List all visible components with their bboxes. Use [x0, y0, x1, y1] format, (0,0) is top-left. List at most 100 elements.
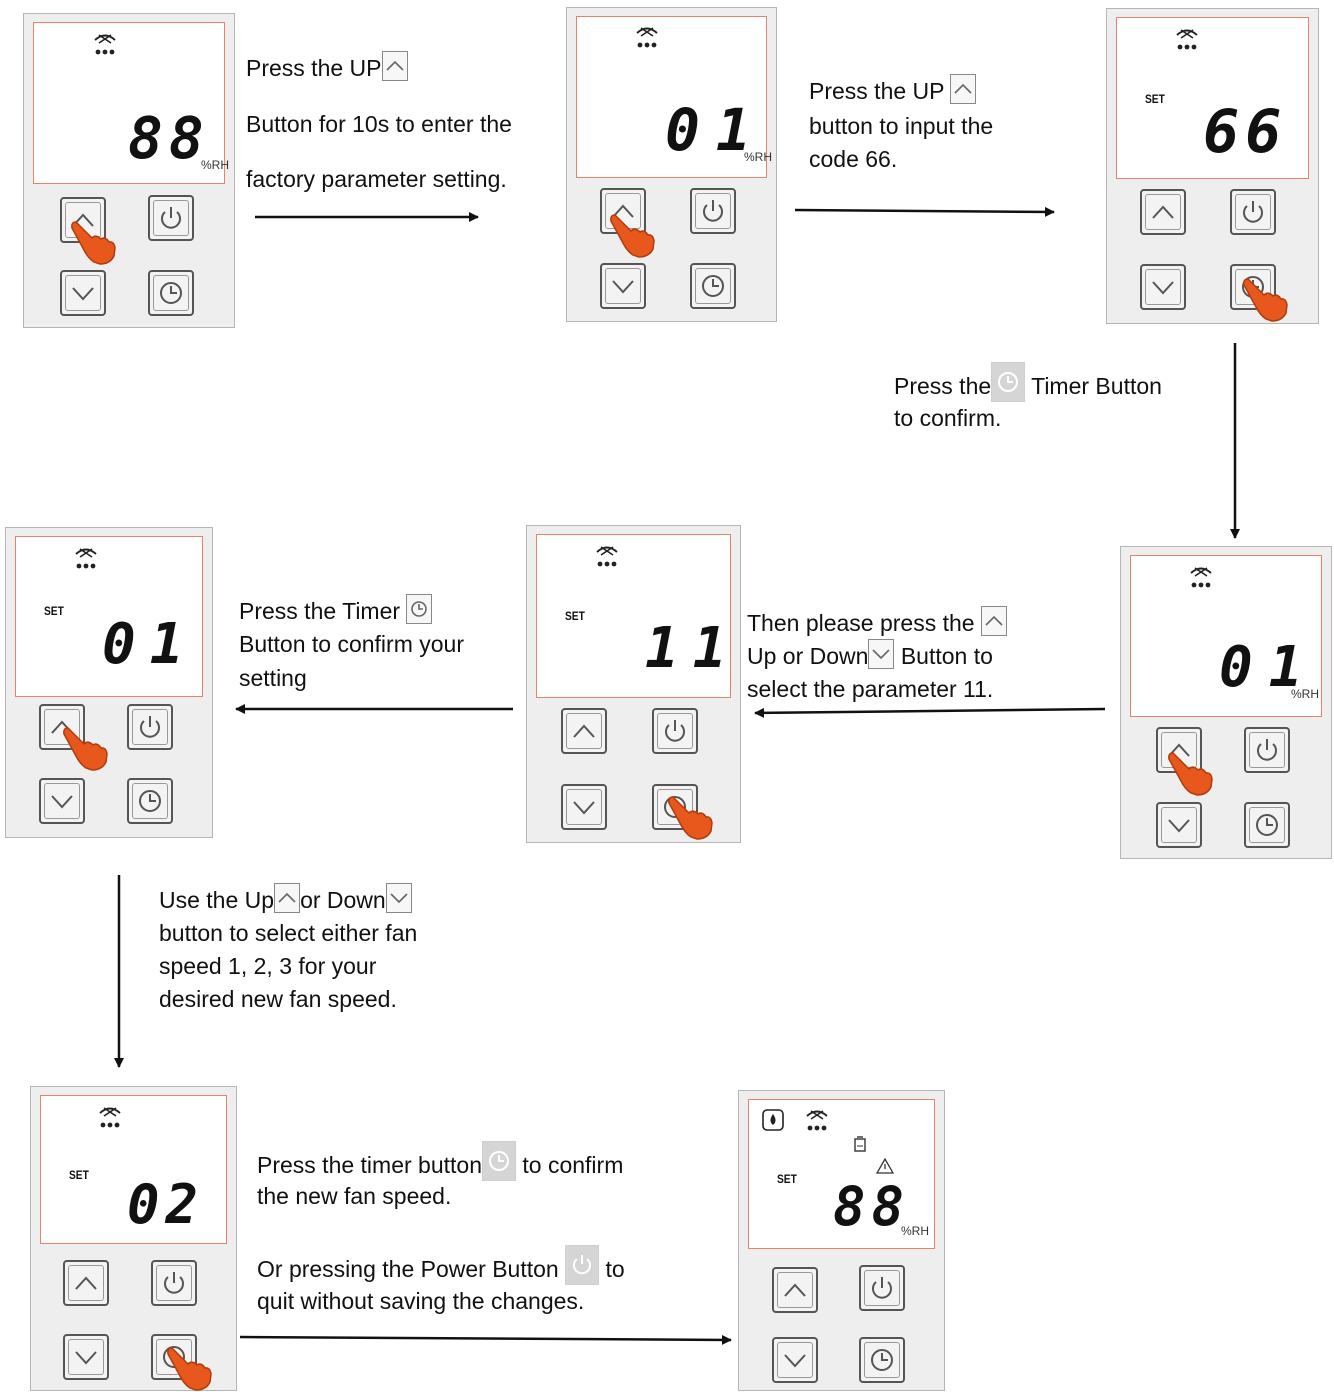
step-7-line-4: quit without saving the changes.: [257, 1288, 585, 1314]
lcd-screen: SET 02: [40, 1095, 227, 1244]
down-button[interactable]: [600, 263, 646, 309]
down-button[interactable]: [60, 270, 106, 316]
power-icon: [1243, 201, 1263, 223]
step-2-line-2: button to input the: [809, 113, 994, 139]
up-button[interactable]: [63, 1260, 109, 1306]
down-button[interactable]: [1156, 802, 1202, 848]
timer-button[interactable]: [127, 778, 173, 824]
timer-button[interactable]: [151, 1334, 197, 1380]
timer-button-icon: [482, 1141, 516, 1181]
down-button-icon: [385, 882, 412, 913]
unit-label: %RH: [744, 150, 773, 164]
power-icon: [1257, 739, 1277, 761]
controller-panel-8: SET 88 %RH: [738, 1090, 945, 1391]
up-button[interactable]: [561, 708, 607, 754]
pointing-hand-icon: [167, 1347, 212, 1391]
lcd-screen: SET 88 %RH: [748, 1099, 935, 1249]
timer-icon: [702, 275, 724, 297]
down-arrow-icon: [784, 1354, 806, 1368]
up-arrow-icon: [612, 204, 634, 218]
set-indicator: SET: [1145, 92, 1165, 106]
timer-button[interactable]: [148, 270, 194, 316]
water-drop-icon: [762, 1109, 784, 1131]
dehumidify-icon: [99, 1107, 121, 1128]
down-button[interactable]: [561, 784, 607, 830]
timer-icon: [160, 282, 182, 304]
controller-panel-6: SET 01: [5, 527, 213, 838]
power-button-icon: [565, 1245, 600, 1285]
down-arrow-icon: [1168, 819, 1190, 833]
step-2-line-3: code 66.: [809, 146, 898, 172]
power-button[interactable]: [652, 708, 698, 754]
pointing-hand-icon: [1168, 752, 1213, 796]
down-arrow-icon: [612, 280, 634, 294]
lcd-screen: 01 %RH: [576, 16, 772, 178]
pointing-hand-icon: [63, 727, 108, 771]
up-arrow-icon: [573, 724, 595, 738]
power-icon: [703, 200, 723, 222]
up-button[interactable]: [1140, 189, 1186, 235]
down-button[interactable]: [772, 1337, 818, 1383]
power-icon: [665, 720, 685, 742]
display-digits: 88: [833, 1175, 911, 1238]
down-button[interactable]: [63, 1334, 109, 1380]
pointing-hand-icon: [668, 796, 713, 840]
dehumidify-icon: [75, 548, 97, 569]
pointing-hand-icon: [1243, 278, 1288, 322]
power-button[interactable]: [148, 195, 194, 241]
up-button-icon: [274, 882, 301, 913]
up-button[interactable]: [39, 704, 85, 750]
controller-panel-7: SET 02: [30, 1086, 237, 1391]
display-digits: 88: [128, 104, 210, 172]
dehumidify-icon: [596, 546, 618, 567]
down-arrow-icon: [72, 287, 94, 301]
display-digits: 01: [665, 96, 767, 164]
lcd-screen: SET 01: [15, 536, 203, 697]
warning-icon: [876, 1158, 894, 1174]
up-arrow-icon: [1152, 205, 1174, 219]
set-indicator: SET: [777, 1172, 797, 1186]
down-button[interactable]: [1140, 264, 1186, 310]
power-button[interactable]: [1230, 189, 1276, 235]
arrow-4: [754, 707, 1106, 718]
pointing-hand-icon: [610, 214, 655, 258]
down-arrow-icon: [1152, 281, 1174, 295]
lcd-screen: SET 66: [1116, 17, 1309, 179]
dehumidify-icon: [636, 27, 658, 48]
power-button[interactable]: [1244, 727, 1290, 773]
step-2-line-1: Press the UP: [809, 73, 977, 108]
power-icon: [161, 207, 181, 229]
timer-button[interactable]: [859, 1337, 905, 1383]
power-button[interactable]: [127, 704, 173, 750]
down-arrow-icon: [573, 801, 595, 815]
display-digits: 02: [127, 1173, 205, 1236]
power-icon: [872, 1277, 892, 1299]
arrow-7: [239, 1334, 732, 1345]
up-button[interactable]: [772, 1267, 818, 1313]
timer-button-icon: [406, 593, 433, 624]
timer-button[interactable]: [690, 263, 736, 309]
down-button[interactable]: [39, 778, 85, 824]
down-button-icon: [868, 638, 895, 669]
power-button[interactable]: [690, 188, 736, 234]
step-4-line-3: select the parameter 11.: [747, 676, 994, 702]
display-digits: 66: [1203, 97, 1288, 167]
timer-icon: [871, 1349, 893, 1371]
step-5-line-1: Press the Timer: [239, 593, 433, 628]
timer-icon: [1256, 814, 1278, 836]
timer-button-icon: [991, 362, 1026, 402]
down-arrow-icon: [51, 795, 73, 809]
controller-panel-2: 01 %RH: [566, 7, 777, 322]
up-button-icon: [950, 73, 977, 104]
arrow-2: [794, 206, 1055, 217]
timer-button[interactable]: [1244, 802, 1290, 848]
set-indicator: SET: [44, 604, 64, 618]
step-6-line-2: button to select either fan: [159, 920, 418, 946]
power-icon: [164, 1272, 184, 1294]
lcd-screen: 01 %RH: [1130, 555, 1322, 717]
timer-icon: [139, 790, 161, 812]
power-button[interactable]: [151, 1260, 197, 1306]
step-3-line-2: to confirm.: [894, 405, 1002, 431]
power-button[interactable]: [859, 1265, 905, 1311]
